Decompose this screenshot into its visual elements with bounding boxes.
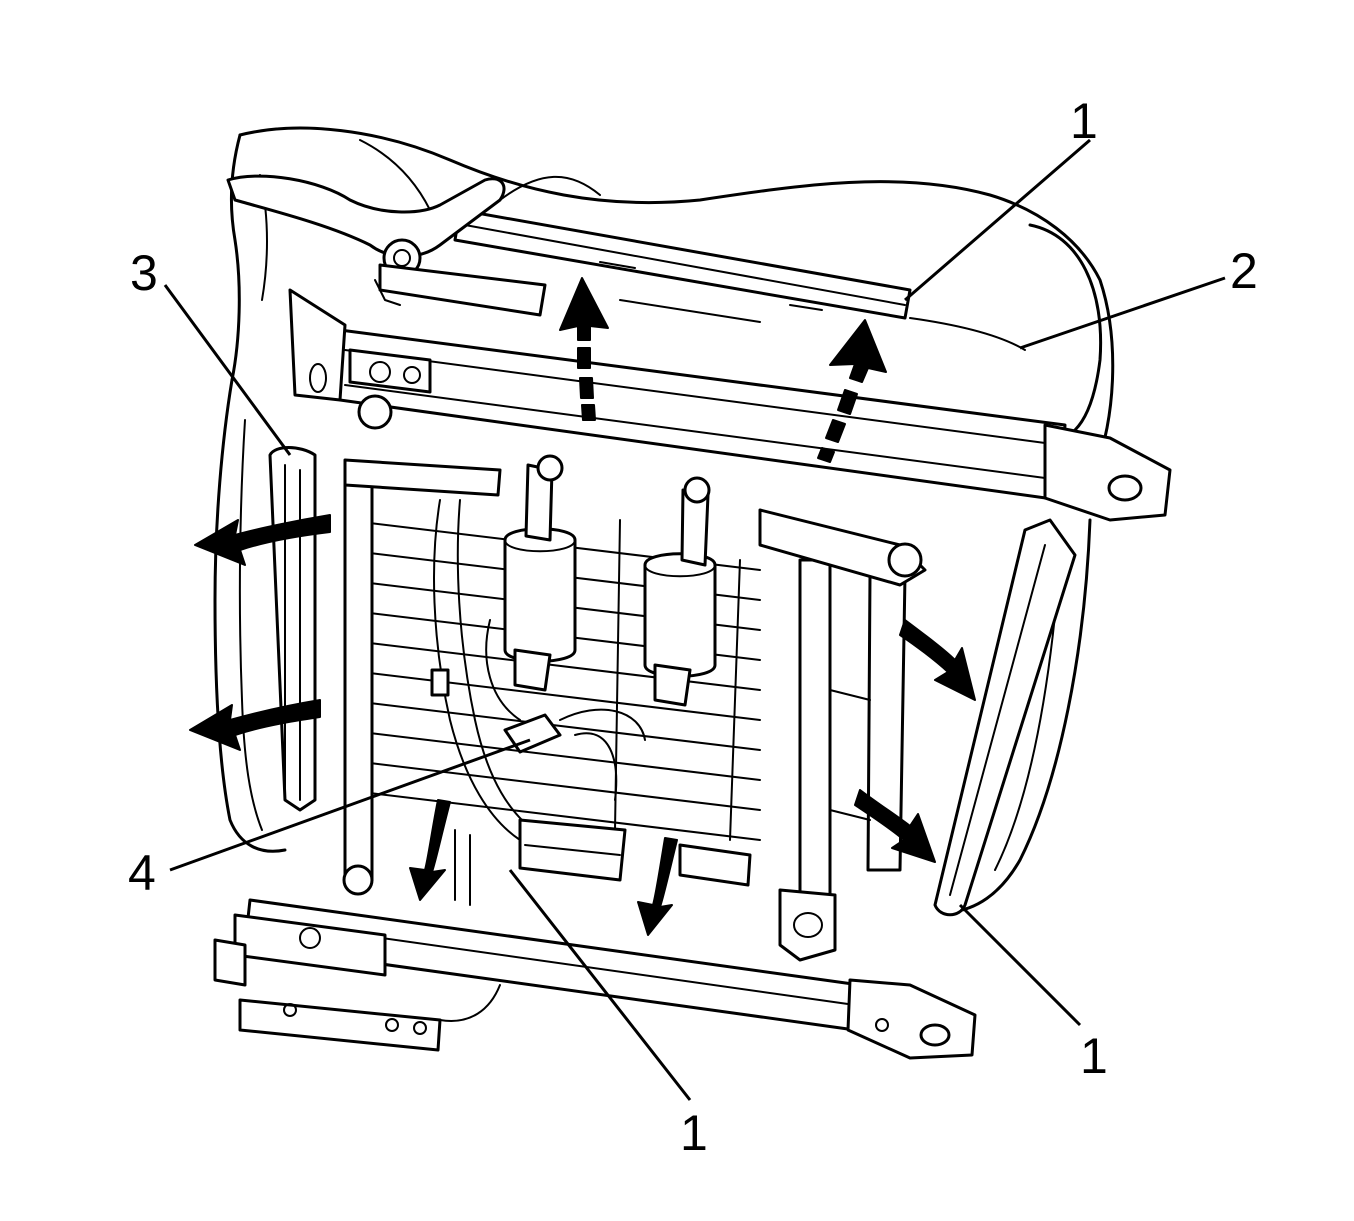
- leader-2: [1019, 276, 1226, 350]
- arrow-down-left: [409, 799, 451, 901]
- upper-seat-track: [288, 288, 1172, 522]
- callout-1-bottom: 1: [680, 1105, 708, 1161]
- arrow-up-right: [829, 319, 887, 383]
- right-trim-retainer: [933, 518, 1077, 917]
- arrow-right-upper: [899, 619, 976, 701]
- callouts: 1 2 3 4 1 1: [128, 93, 1258, 1161]
- lower-seat-track: [213, 888, 977, 1060]
- left-trim-retainer: [268, 446, 317, 812]
- callout-1-top: 1: [1070, 93, 1098, 149]
- leader-lines: [163, 138, 1226, 1101]
- lower-retainer: [454, 818, 752, 906]
- right-tube: [758, 508, 927, 951]
- leader-1-right: [958, 903, 1082, 1027]
- recliner-lever: [226, 174, 547, 317]
- arrow-down-right: [637, 837, 678, 936]
- arrow-up-left: [559, 277, 609, 341]
- leader-1-top: [904, 138, 1091, 302]
- leader-3: [163, 284, 292, 456]
- seat-motors: [503, 454, 717, 707]
- callout-2: 2: [1230, 243, 1258, 299]
- arrow-left-lower: [189, 699, 321, 751]
- arrow-right-lower: [854, 789, 936, 863]
- upper-retainer-flange: [453, 208, 1026, 351]
- arrow-left-upper: [194, 514, 331, 566]
- leader-4: [169, 738, 531, 872]
- movement-arrows: [189, 277, 976, 936]
- leader-1-bottom: [508, 869, 692, 1101]
- seat-cushion: [213, 126, 1115, 914]
- left-tube: [342, 394, 502, 896]
- callout-4: 4: [128, 845, 156, 901]
- callout-3: 3: [130, 245, 158, 301]
- callout-1-right: 1: [1080, 1028, 1108, 1084]
